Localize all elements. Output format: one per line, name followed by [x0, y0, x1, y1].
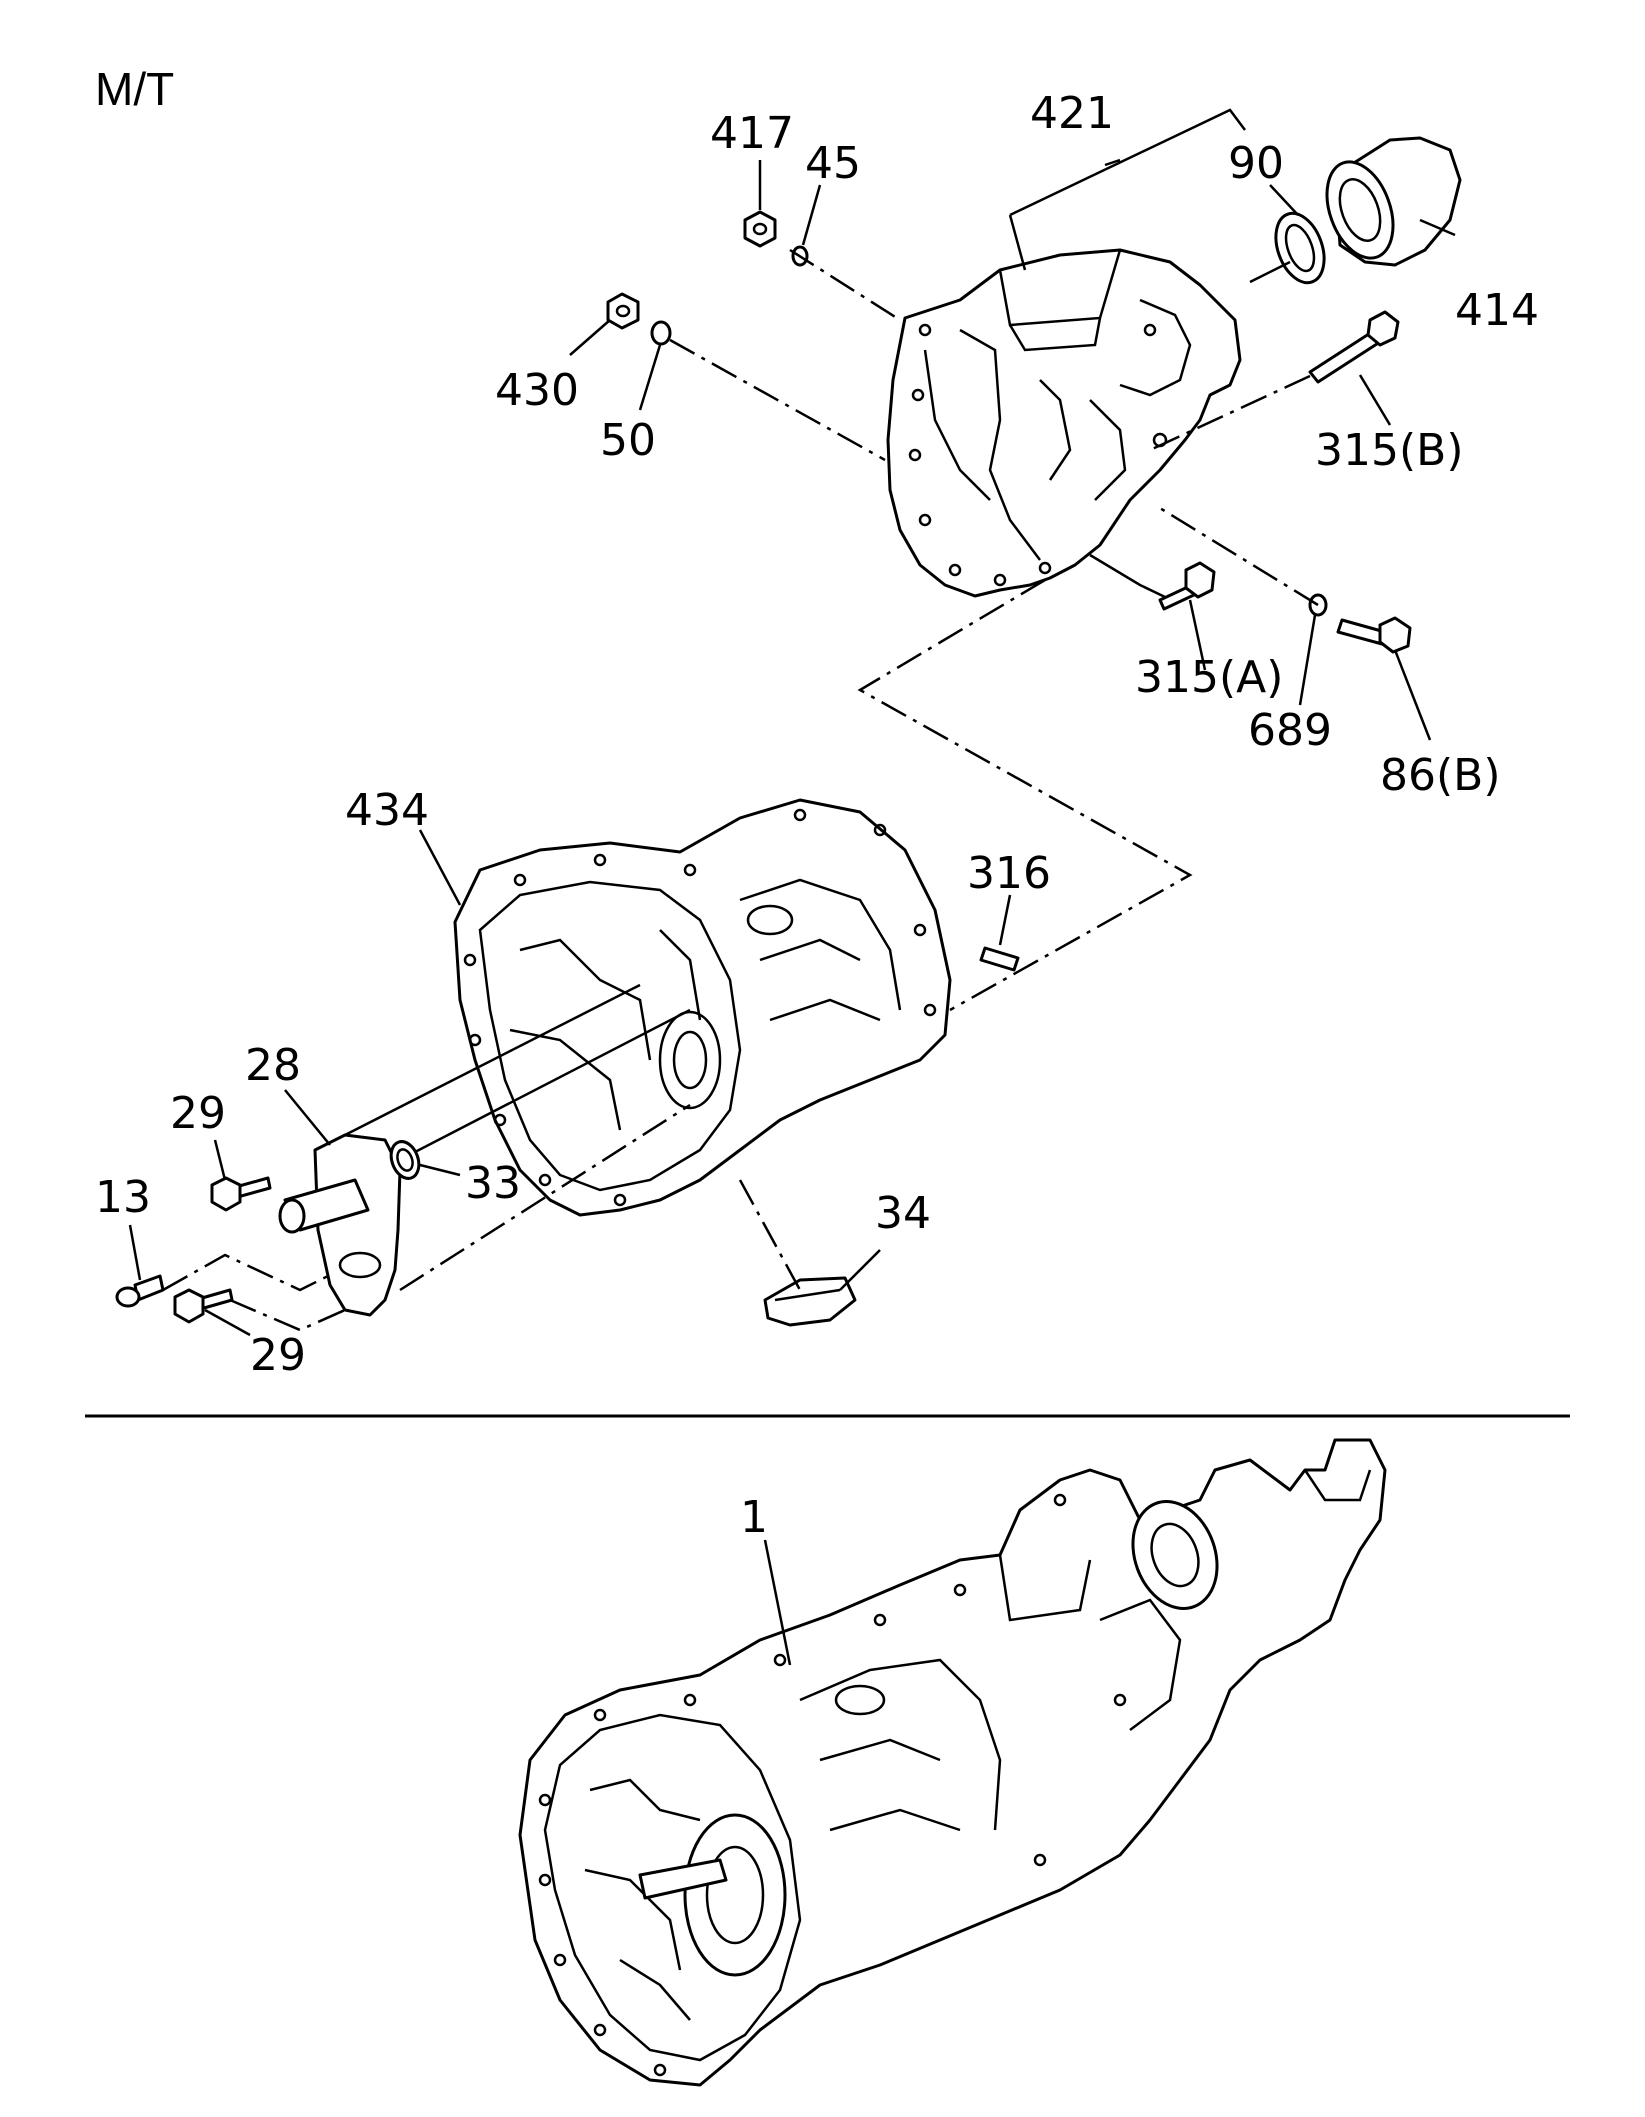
callout-421: 421: [1030, 88, 1114, 139]
leader-13: [128, 1224, 142, 1281]
assembly-line-315a: [1089, 553, 1166, 599]
oil-seal-90: [1274, 211, 1326, 285]
assembly-line-689: [1154, 503, 1319, 607]
leader-29-lower: [204, 1308, 251, 1337]
assembly-line-315b: [1149, 374, 1311, 452]
callout-29-upper: 29: [170, 1088, 226, 1139]
leader-434: [418, 829, 462, 906]
leader-430: [569, 319, 611, 356]
callout-315b: 315(B): [1315, 425, 1464, 476]
callout-430: 430: [495, 365, 579, 416]
plug-13: [115, 1274, 165, 1308]
assembly-line-13: [162, 1253, 331, 1292]
assembly-line-417: [789, 248, 901, 322]
assembly-line-430: [669, 338, 886, 462]
callout-316: 316: [967, 848, 1051, 899]
callout-45: 45: [805, 138, 861, 189]
leader-45: [801, 184, 822, 246]
leader-421: [1008, 108, 1246, 271]
leader-414: [1419, 218, 1456, 237]
leader-29-upper: [213, 1139, 227, 1181]
callout-1: 1: [740, 1492, 768, 1543]
callout-315a: 315(A): [1135, 652, 1283, 703]
leader-315b: [1358, 374, 1392, 426]
assembly-line-34: [738, 1179, 802, 1291]
assembly-line-28: [399, 1103, 691, 1292]
bolt-86b: [1336, 616, 1412, 654]
bolt-29-lower: [173, 1288, 234, 1324]
callout-414: 414: [1455, 285, 1539, 336]
callout-90: 90: [1228, 138, 1284, 189]
front-cover-28: [278, 1133, 402, 1317]
assembly-line-29: [229, 1298, 346, 1332]
bolt-315b: [1308, 310, 1400, 384]
transmission-case-434: [453, 798, 952, 1217]
callout-28: 28: [245, 1040, 301, 1091]
oil-seal-33: [389, 1140, 421, 1180]
callout-86b: 86(B): [1380, 750, 1501, 801]
transmission-assembly-1: [518, 1438, 1387, 2087]
leader-86b: [1393, 649, 1432, 741]
callout-434: 434: [345, 785, 429, 836]
extension-housing-421: [886, 248, 1242, 598]
leader-90: [1269, 184, 1299, 216]
diagram-title: M/T: [95, 63, 174, 115]
leader-689: [1298, 614, 1317, 706]
callout-33: 33: [465, 1158, 521, 1209]
callout-689: 689: [1248, 705, 1332, 756]
washer-50: [650, 320, 672, 346]
assembly-line-33: [414, 1008, 691, 1154]
leader-315a: [1188, 599, 1207, 671]
key-316: [979, 946, 1020, 972]
callout-417: 417: [710, 108, 794, 159]
leader-28: [284, 1089, 331, 1146]
plug-430: [606, 292, 640, 330]
leader-50: [638, 344, 662, 411]
callout-13: 13: [95, 1172, 151, 1223]
bolt-315a: [1158, 561, 1216, 611]
leader-34: [839, 1249, 881, 1291]
leader-33: [419, 1163, 461, 1177]
bolt-29-upper: [210, 1176, 272, 1212]
callout-34: 34: [875, 1188, 931, 1239]
assembly-line-90: [1249, 260, 1291, 284]
dynamic-damper-414: [1325, 136, 1462, 267]
assembly-line-case: [857, 578, 1193, 1012]
assembly-line-28-top: [344, 983, 641, 1137]
leader-1: [763, 1539, 792, 1666]
cover-34: [763, 1276, 857, 1327]
callout-29-lower: 29: [250, 1330, 306, 1381]
callout-50: 50: [600, 415, 656, 466]
leader-316: [998, 894, 1012, 946]
nut-417: [743, 210, 777, 248]
